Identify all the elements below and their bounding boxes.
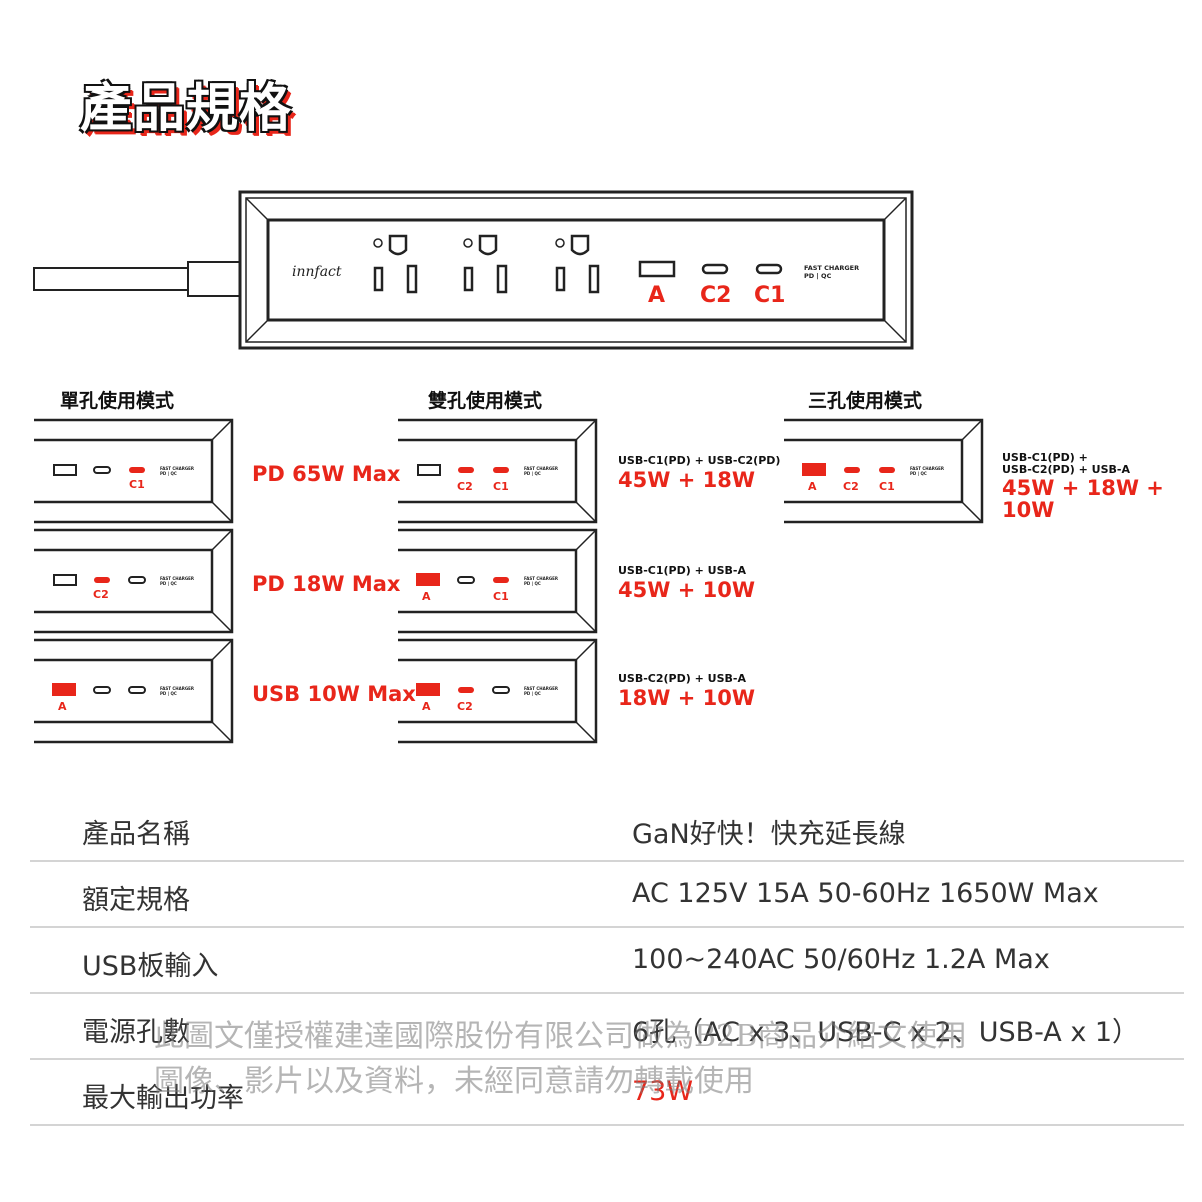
brand-logo: innfact bbox=[292, 264, 342, 280]
mini-pd-qc-label: PD | QC bbox=[524, 471, 541, 476]
mini-fast-charger-label: FAST CHARGER bbox=[160, 466, 194, 471]
spec-label: USB板輸入 bbox=[82, 951, 219, 982]
mini-pd-qc-label: PD | QC bbox=[160, 581, 177, 586]
spec-row-rating: 額定規格 AC 125V 15A 50-60Hz 1650W Max bbox=[30, 862, 1184, 928]
spec-row-usb-input: USB板輸入 100~240AC 50/60Hz 1.2A Max bbox=[30, 928, 1184, 994]
mini-fast-charger-label: FAST CHARGER bbox=[160, 576, 194, 581]
port-label-a: A bbox=[648, 283, 665, 308]
triple-label-c2: C2 bbox=[843, 480, 859, 493]
port-label-c1: C1 bbox=[754, 283, 785, 308]
mini-pd-qc-label: PD | QC bbox=[910, 471, 927, 476]
mini-fast-charger-label: FAST CHARGER bbox=[524, 576, 558, 581]
spec-value: GaN好快！快充延長線 bbox=[632, 819, 906, 850]
mini-fast-charger-label: FAST CHARGER bbox=[524, 466, 558, 471]
dual-power-2: 45W + 10W bbox=[618, 578, 755, 602]
dual-combo-3: USB-C2(PD) + USB-A bbox=[618, 672, 746, 685]
dual-row2-label-c1: C1 bbox=[493, 590, 509, 603]
dual-mode-row-a-c1: A C1 FAST CHARGER PD | QC bbox=[398, 528, 598, 634]
ac-outlet-3 bbox=[555, 234, 600, 294]
single-mode-row-c2: C2 FAST CHARGER PD | QC bbox=[34, 528, 234, 634]
mini-fast-charger-label: FAST CHARGER bbox=[910, 466, 944, 471]
watermark-line-2: 圖像、影片以及資料，未經同意請勿轉載使用 bbox=[154, 1064, 754, 1099]
ac-outlet-2 bbox=[463, 234, 508, 294]
spec-label: 產品名稱 bbox=[82, 819, 190, 850]
spec-value: AC 125V 15A 50-60Hz 1650W Max bbox=[632, 878, 1099, 909]
triple-combo-line2: USB-C2(PD) + USB-A bbox=[1002, 463, 1130, 476]
dual-row2-label-a: A bbox=[422, 590, 431, 603]
spec-row-max-output: 最大輸出功率 73W bbox=[30, 1060, 1184, 1126]
single-row2-port-label: C2 bbox=[93, 588, 109, 601]
dual-mode-row-c2-c1: C2 C1 FAST CHARGER PD | QC bbox=[398, 418, 598, 524]
triple-combo-line1: USB-C1(PD) + bbox=[1002, 451, 1088, 464]
single-mode-row-a: A FAST CHARGER PD | QC bbox=[34, 638, 234, 744]
dual-combo-1: USB-C1(PD) + USB-C2(PD) bbox=[618, 454, 781, 467]
fast-charger-label: FAST CHARGER bbox=[804, 264, 859, 272]
pd-qc-label: PD | QC bbox=[804, 272, 832, 281]
triple-power: 45W + 18W + 10W bbox=[1002, 476, 1164, 522]
spec-label: 額定規格 bbox=[82, 885, 190, 916]
port-label-c2: C2 bbox=[700, 283, 731, 308]
single-output-2: PD 18W Max bbox=[252, 572, 401, 596]
dual-power-1: 45W + 18W bbox=[618, 468, 755, 492]
mini-pd-qc-label: PD | QC bbox=[160, 471, 177, 476]
power-strip-illustration: innfact FAST CHARGER PD | QC A C2 C1 bbox=[33, 190, 914, 350]
dual-combo-2: USB-C1(PD) + USB-A bbox=[618, 564, 746, 577]
single-output-3: USB 10W Max bbox=[252, 682, 416, 706]
triple-label-c1: C1 bbox=[879, 480, 895, 493]
ac-outlet-1 bbox=[373, 234, 418, 294]
triple-label-a: A bbox=[808, 480, 817, 493]
single-row3-port-label: A bbox=[58, 700, 67, 713]
dual-mode-row-a-c2: A C2 FAST CHARGER PD | QC bbox=[398, 638, 598, 744]
spec-label: 最大輸出功率 bbox=[82, 1083, 244, 1114]
spec-label: 電源孔數 bbox=[82, 1017, 190, 1048]
page-title: 產品規格 bbox=[80, 79, 293, 139]
spec-value: 73W bbox=[632, 1076, 694, 1107]
watermark-line-1: 此圖文僅授權建達國際股份有限公司做為B2B商品介紹文使用 bbox=[154, 1019, 968, 1054]
single-output-1: PD 65W Max bbox=[252, 462, 401, 486]
usb-c2-port bbox=[701, 263, 729, 275]
triple-mode-heading: 三孔使用模式 bbox=[808, 390, 923, 412]
spec-row-outlets: 電源孔數 6孔（AC x 3、USB-C x 2、USB-A x 1） bbox=[30, 994, 1184, 1060]
triple-mode-diagram: A C2 C1 FAST CHARGER PD | QC bbox=[784, 418, 984, 524]
dual-row1-label-c1: C1 bbox=[493, 480, 509, 493]
dual-row3-label-a: A bbox=[422, 700, 431, 713]
dual-mode-diagrams: C2 C1 FAST CHARGER PD | QC A C1 FAST CHA… bbox=[398, 418, 598, 744]
spec-row-name: 產品名稱 GaN好快！快充延長線 bbox=[30, 796, 1184, 862]
usb-c1-port bbox=[755, 263, 783, 275]
dual-row1-label-c2: C2 bbox=[457, 480, 473, 493]
mini-fast-charger-label: FAST CHARGER bbox=[524, 686, 558, 691]
mini-pd-qc-label: PD | QC bbox=[524, 691, 541, 696]
spec-value: 6孔（AC x 3、USB-C x 2、USB-A x 1） bbox=[632, 1017, 1140, 1048]
dual-mode-heading: 雙孔使用模式 bbox=[428, 390, 543, 412]
single-mode-heading: 單孔使用模式 bbox=[60, 390, 175, 412]
single-row1-port-label: C1 bbox=[129, 478, 145, 491]
usb-a-port bbox=[638, 260, 676, 278]
mini-pd-qc-label: PD | QC bbox=[160, 691, 177, 696]
spec-value: 100~240AC 50/60Hz 1.2A Max bbox=[632, 944, 1050, 975]
dual-row3-label-c2: C2 bbox=[457, 700, 473, 713]
single-mode-diagrams: C1 FAST CHARGER PD | QC C2 FAST CHARGER … bbox=[34, 418, 234, 744]
mini-fast-charger-label: FAST CHARGER bbox=[160, 686, 194, 691]
single-mode-row-c1: C1 FAST CHARGER PD | QC bbox=[34, 418, 234, 524]
dual-power-3: 18W + 10W bbox=[618, 686, 755, 710]
mini-pd-qc-label: PD | QC bbox=[524, 581, 541, 586]
